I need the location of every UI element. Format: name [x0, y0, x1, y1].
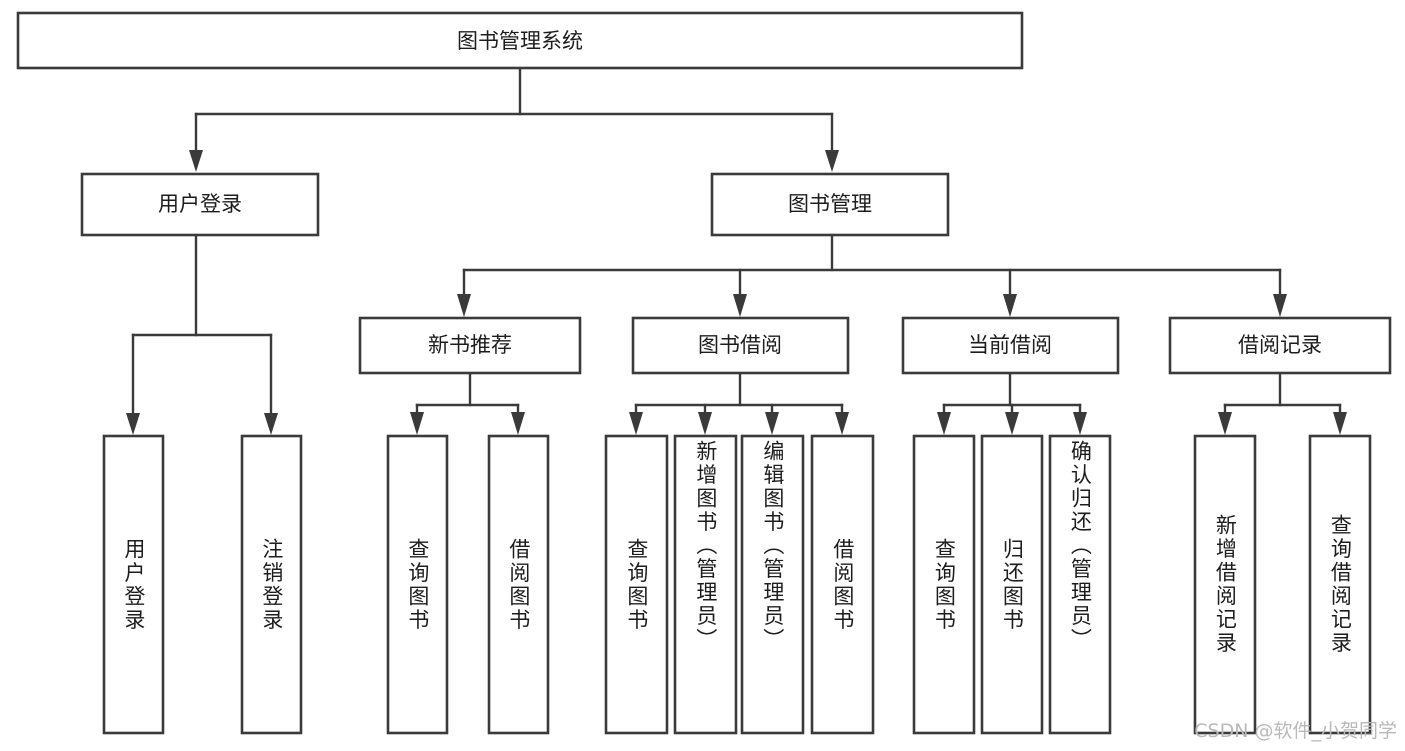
leaf-box-borrow-record-1[interactable] — [1193, 434, 1257, 735]
leaf-boxes — [102, 434, 1372, 735]
node-user-login[interactable]: 用户登录 — [80, 172, 320, 237]
arrow-head-cb-2 — [1005, 412, 1019, 435]
leaf-book-borrow-4[interactable]: 借阅图书 — [812, 436, 873, 733]
node-book-management[interactable]: 图书管理 — [710, 172, 950, 237]
leaf-new-book-2[interactable]: 借阅图书 — [489, 436, 548, 733]
arrow-head-br-2 — [1333, 412, 1347, 435]
arrow-head-ul-2 — [264, 413, 278, 435]
leaf-current-borrow-3-label: 确认归还（管理员） — [1068, 440, 1093, 652]
connector-user-login-to-leaves — [126, 233, 278, 435]
arrow-head-l2-3 — [1003, 294, 1017, 317]
leaf-box-book-borrow-3[interactable] — [740, 434, 805, 735]
node-new-book-recommend[interactable]: 新书推荐 — [358, 316, 582, 375]
leaf-box-current-borrow-2[interactable] — [980, 434, 1044, 735]
node-borrow-record-label: 借阅记录 — [1238, 333, 1322, 357]
leaf-box-book-borrow-4[interactable] — [810, 434, 875, 735]
arrow-head-book-manage — [825, 150, 839, 172]
leaf-user-login-2[interactable]: 注销登录 — [242, 436, 301, 733]
leaf-book-borrow-1-label: 查询图书 — [624, 537, 649, 632]
leaf-box-borrow-record-2[interactable] — [1308, 434, 1372, 735]
node-book-borrow-label: 图书借阅 — [698, 333, 782, 357]
leaf-box-new-book-1[interactable] — [386, 434, 449, 735]
arrow-head-nb-1 — [410, 412, 424, 435]
leaf-box-current-borrow-1[interactable] — [912, 434, 976, 735]
leaf-box-user-login-2[interactable] — [240, 434, 303, 735]
arrow-head-ul-1 — [126, 413, 140, 435]
leaf-current-borrow-2[interactable]: 归还图书 — [982, 436, 1042, 733]
leaf-book-borrow-3[interactable]: 编辑图书（管理员） — [742, 436, 803, 733]
leaf-current-borrow-2-label: 归还图书 — [1000, 537, 1025, 632]
leaf-book-borrow-1[interactable]: 查询图书 — [606, 436, 667, 733]
arrow-head-cb-3 — [1073, 412, 1087, 435]
node-borrow-record[interactable]: 借阅记录 — [1168, 316, 1392, 375]
leaf-box-user-login-1[interactable] — [102, 434, 165, 735]
leaf-new-book-2-label: 借阅图书 — [506, 537, 531, 632]
leaf-box-current-borrow-3[interactable] — [1048, 434, 1112, 735]
node-book-borrow[interactable]: 图书借阅 — [631, 316, 850, 375]
arrow-head-user-login — [189, 150, 203, 172]
arrow-head-bb-3 — [765, 412, 779, 435]
leaf-borrow-record-1-label: 新增借阅记录 — [1213, 514, 1238, 655]
leaf-user-login-1-label: 用户登录 — [121, 537, 146, 632]
node-root-book-management-system[interactable]: 图书管理系统 — [16, 11, 1024, 70]
node-current-borrow[interactable]: 当前借阅 — [901, 316, 1120, 375]
node-user-login-label: 用户登录 — [158, 192, 242, 216]
node-book-management-label: 图书管理 — [788, 192, 872, 216]
arrow-head-l2-2 — [733, 294, 747, 317]
leaf-book-borrow-2[interactable]: 新增图书（管理员） — [675, 436, 736, 733]
leaf-borrow-record-2[interactable]: 查询借阅记录 — [1310, 436, 1370, 733]
leaf-book-borrow-4-label: 借阅图书 — [830, 537, 855, 632]
arrow-head-nb-2 — [511, 412, 525, 435]
connector-book-borrow-to-leaves — [629, 371, 849, 435]
leaf-user-login-2-label: 注销登录 — [259, 537, 284, 632]
leaf-borrow-record-2-label: 查询借阅记录 — [1328, 514, 1353, 655]
connector-borrow-record-to-leaves — [1218, 371, 1347, 435]
arrow-head-bb-4 — [835, 412, 849, 435]
node-current-borrow-label: 当前借阅 — [968, 333, 1052, 357]
leaf-user-login-1[interactable]: 用户登录 — [104, 436, 163, 733]
connector-book-manage-to-level2 — [457, 233, 1287, 317]
leaf-box-new-book-2[interactable] — [487, 434, 550, 735]
connector-root-to-level1 — [189, 66, 839, 172]
arrow-head-cb-1 — [937, 412, 951, 435]
leaf-new-book-1[interactable]: 查询图书 — [388, 436, 447, 733]
arrow-head-br-1 — [1218, 412, 1232, 435]
node-new-book-recommend-label: 新书推荐 — [428, 333, 512, 357]
arrow-head-bb-1 — [629, 412, 643, 435]
arrow-head-l2-4 — [1273, 294, 1287, 317]
leaf-current-borrow-1-label: 查询图书 — [932, 537, 957, 632]
arrow-head-bb-2 — [698, 412, 712, 435]
leaf-book-borrow-3-label: 编辑图书（管理员） — [760, 440, 785, 652]
node-root-label: 图书管理系统 — [457, 29, 583, 53]
connector-new-book-to-leaves — [410, 371, 525, 435]
leaf-book-borrow-2-label: 新增图书（管理员） — [693, 440, 718, 652]
leaf-box-book-borrow-1[interactable] — [604, 434, 669, 735]
leaf-current-borrow-1[interactable]: 查询图书 — [914, 436, 974, 733]
arrow-head-l2-1 — [457, 294, 471, 317]
leaf-new-book-1-label: 查询图书 — [405, 537, 430, 632]
leaf-borrow-record-1[interactable]: 新增借阅记录 — [1195, 436, 1255, 733]
leaf-current-borrow-3[interactable]: 确认归还（管理员） — [1050, 436, 1110, 733]
leaf-box-book-borrow-2[interactable] — [673, 434, 738, 735]
connector-current-borrow-to-leaves — [937, 371, 1087, 435]
